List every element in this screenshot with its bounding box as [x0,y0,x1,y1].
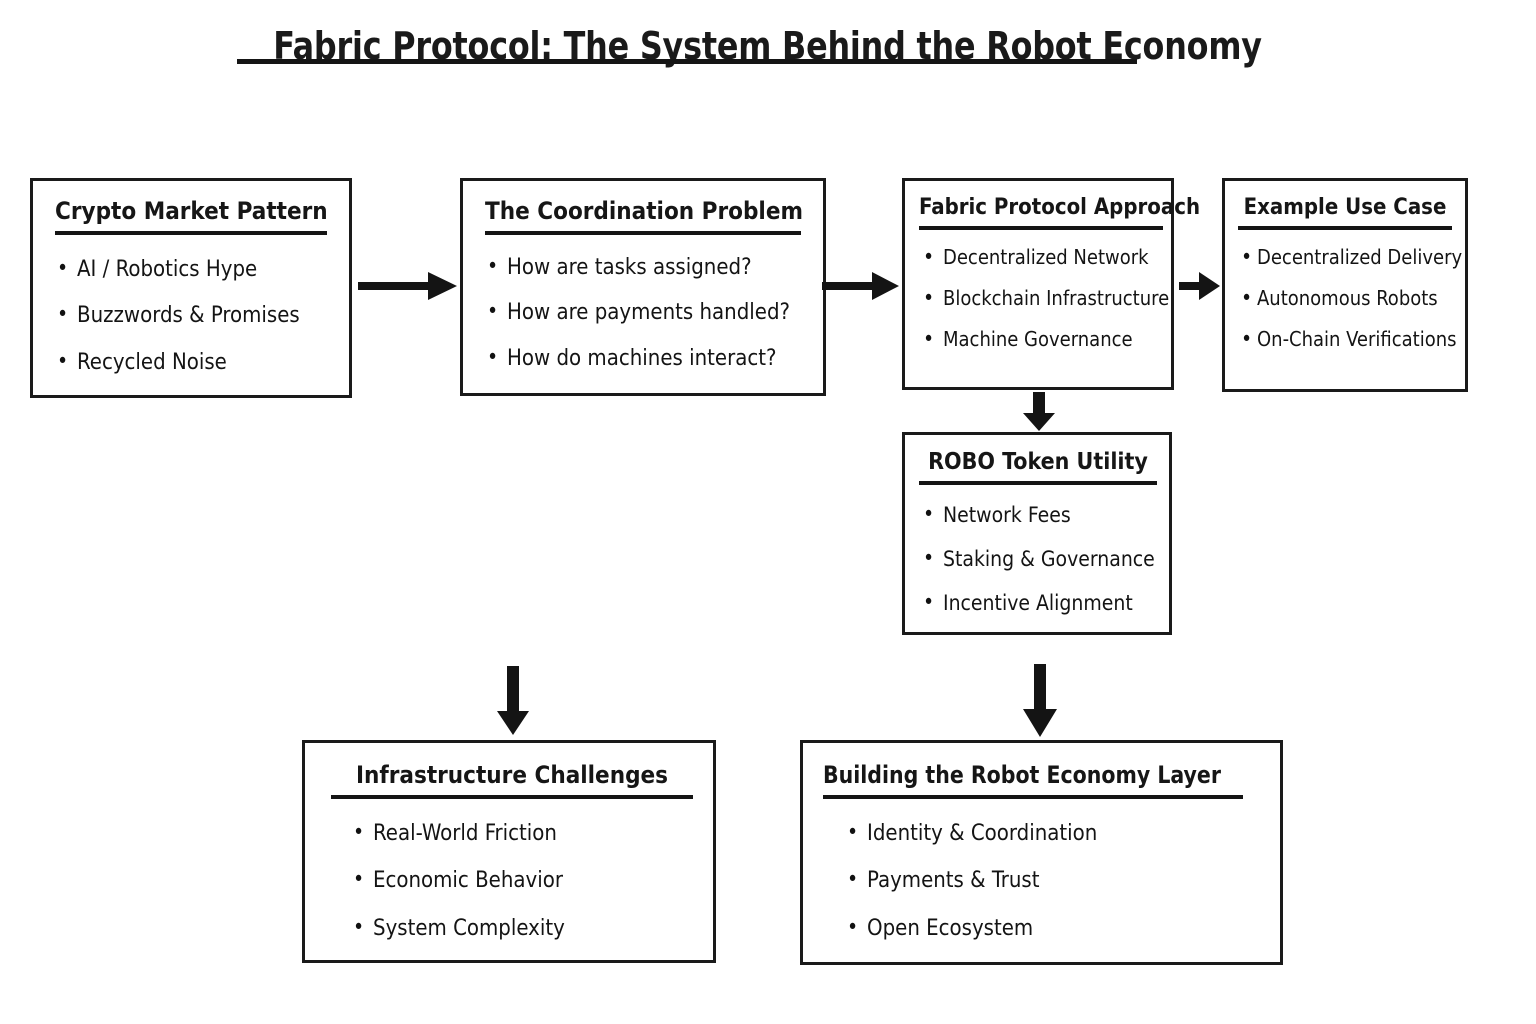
heading-rule [1238,226,1452,230]
card-fabric-protocol-approach: Fabric Protocol Approach Decentralized N… [902,178,1201,390]
bullet-list: Decentralized Delivery Autonomous Robots… [1237,245,1462,351]
arrow-down-icon-fabric-to-robo [1022,392,1056,432]
list-item: Buzzwords & Promises [53,302,329,328]
card-heading: The Coordination Problem [485,197,803,225]
card-robo-token-utility: ROBO Token Utility Network Fees Staking … [902,432,1172,635]
list-item: How are payments handled? [483,299,803,325]
card-heading: Infrastructure Challenges [355,761,669,789]
list-item: How are tasks assigned? [483,254,803,280]
card-coordination-problem: The Coordination Problem How are tasks a… [460,178,826,396]
list-item: Network Fees [919,502,1155,527]
list-item: Blockchain Infrastructure [919,286,1169,310]
list-item: Open Ecosystem [843,915,1260,941]
list-item: Real-World Friction [349,820,687,846]
bullet-list: Identity & Coordination Payments & Trust… [823,820,1260,941]
page-title-underline [237,59,1137,64]
list-item: Staking & Governance [919,546,1155,571]
card-heading: ROBO Token Utility [928,449,1148,475]
arrow-right-icon-market-to-coordination [358,268,458,304]
card-heading: Crypto Market Pattern [55,197,328,225]
list-item: Payments & Trust [843,867,1260,893]
card-heading: Example Use Case [1243,195,1447,220]
card-heading: Building the Robot Economy Layer [823,761,1221,789]
bullet-list: AI / Robotics Hype Buzzwords & Promises … [53,256,329,375]
list-item: On-Chain Verifications [1237,327,1457,351]
list-item: Decentralized Delivery [1237,245,1462,269]
list-item: Economic Behavior [349,867,687,893]
arrow-right-icon-fabric-to-usecase [1179,269,1221,303]
list-item: Recycled Noise [53,349,329,375]
heading-rule [55,231,327,235]
card-building-robot-economy-layer: Building the Robot Economy Layer Identit… [800,740,1283,965]
list-item: Incentive Alignment [919,590,1155,615]
list-item: Decentralized Network [919,245,1157,269]
card-example-use-case: Example Use Case Decentralized Delivery … [1222,178,1468,392]
heading-rule [919,481,1157,485]
list-item: How do machines interact? [483,345,803,371]
heading-rule [331,795,693,799]
heading-rule [485,231,801,235]
card-infrastructure-challenges: Infrastructure Challenges Real-World Fri… [302,740,716,963]
arrow-down-icon-to-infrastructure [496,666,530,736]
heading-rule [823,795,1243,799]
list-item: System Complexity [349,915,687,941]
list-item: Machine Governance [919,327,1157,351]
list-item: Identity & Coordination [843,820,1260,846]
heading-rule [919,226,1163,230]
bullet-list: How are tasks assigned? How are payments… [483,254,803,371]
bullet-list: Decentralized Network Blockchain Infrast… [919,245,1169,351]
card-crypto-market-pattern: Crypto Market Pattern AI / Robotics Hype… [30,178,352,398]
list-item: Autonomous Robots [1237,286,1453,310]
arrow-down-icon-robo-to-building [1022,664,1058,738]
list-item: AI / Robotics Hype [53,256,329,282]
bullet-list: Real-World Friction Economic Behavior Sy… [331,820,687,941]
bullet-list: Network Fees Staking & Governance Incent… [919,502,1155,615]
card-heading: Fabric Protocol Approach [919,195,1201,220]
arrow-right-icon-coordination-to-fabric [822,268,900,304]
